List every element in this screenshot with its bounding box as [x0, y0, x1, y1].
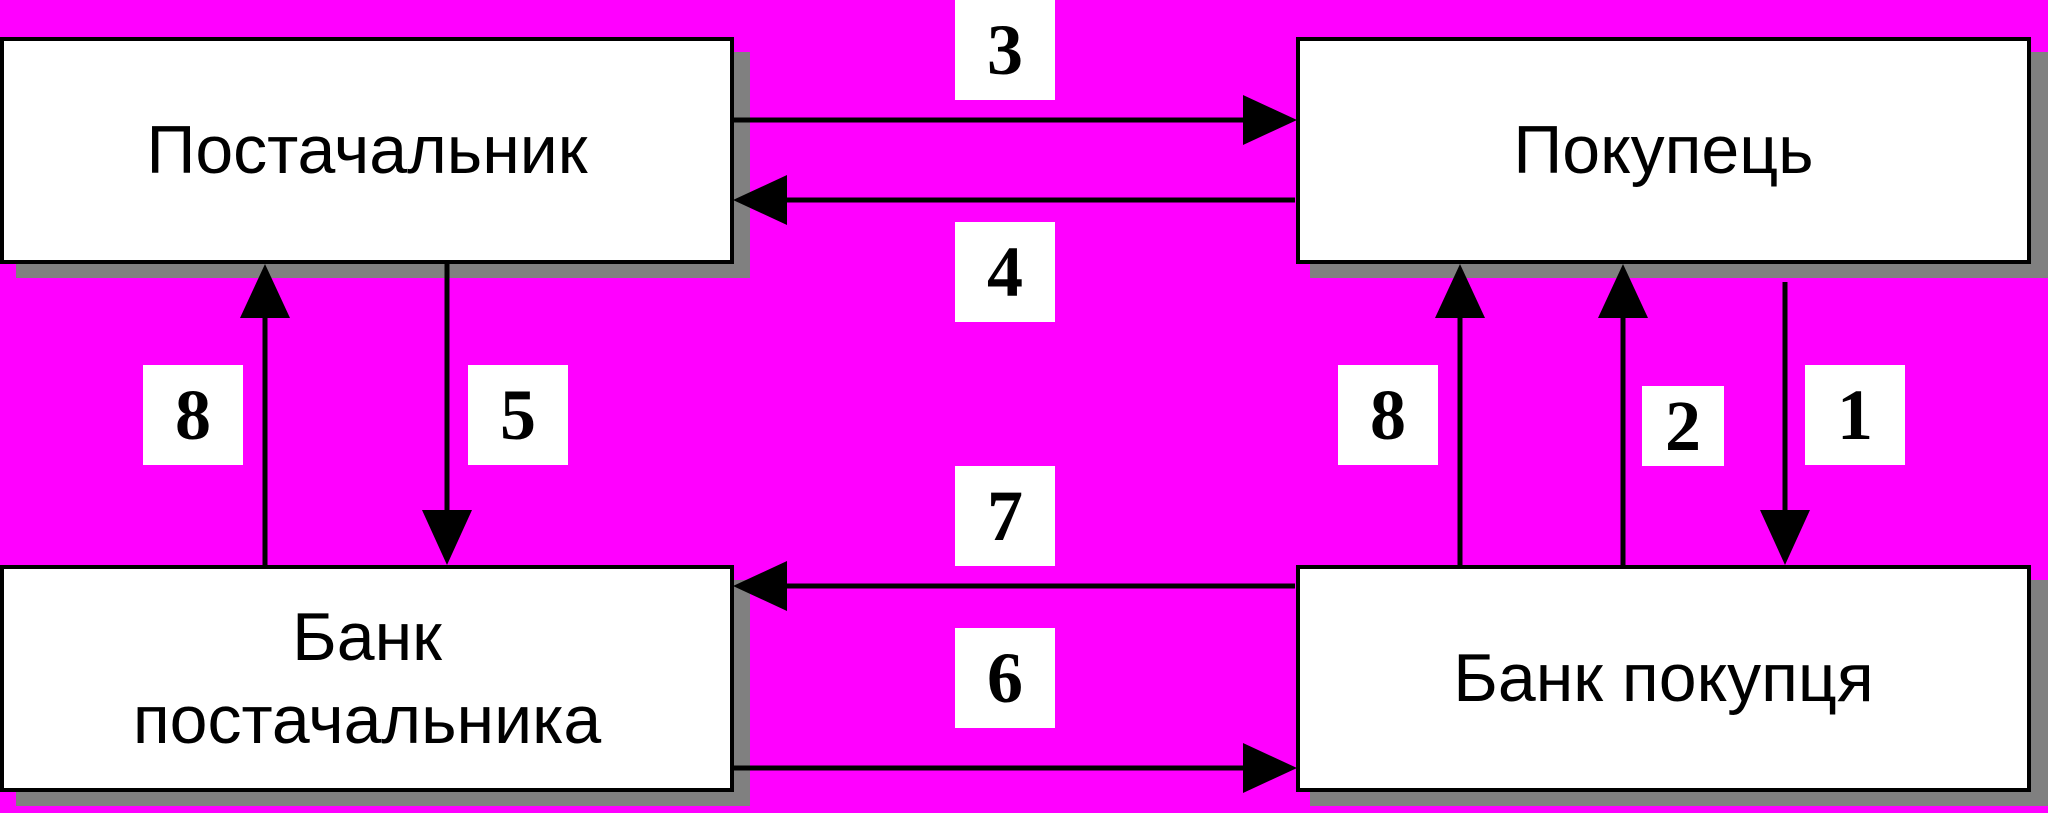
arrow-5-head — [422, 510, 472, 565]
flow-label-8-right: 8 — [1338, 365, 1438, 465]
flow-label-3: 3 — [955, 0, 1055, 100]
arrow-8-right-head — [1435, 264, 1485, 318]
supplier-bank-node: Банк постачальника — [0, 565, 734, 792]
flow-label-8-left: 8 — [143, 365, 243, 465]
arrow-4-head — [733, 175, 787, 225]
buyer-bank-node: Банк покупця — [1296, 565, 2031, 792]
arrow-2-head — [1598, 264, 1648, 318]
flow-label-1: 1 — [1805, 365, 1905, 465]
supplier-label: Постачальник — [146, 112, 588, 189]
supplier-bank-label-line2: постачальника — [132, 681, 602, 758]
flow-label-2: 2 — [1642, 386, 1724, 466]
arrow-7-head — [733, 561, 787, 611]
flow-label-7: 7 — [955, 466, 1055, 566]
arrow-3-head — [1243, 95, 1297, 145]
arrow-8-left-head — [240, 264, 290, 318]
buyer-node: Покупець — [1296, 37, 2031, 264]
supplier-node: Постачальник — [0, 37, 734, 264]
flow-label-4: 4 — [955, 222, 1055, 322]
arrow-6-head — [1243, 743, 1297, 793]
buyer-label: Покупець — [1513, 112, 1814, 189]
arrow-1-head — [1760, 510, 1810, 565]
supplier-bank-label-line1: Банк — [292, 598, 442, 675]
flow-label-6: 6 — [955, 628, 1055, 728]
flow-label-5: 5 — [468, 365, 568, 465]
buyer-bank-label: Банк покупця — [1453, 640, 1874, 717]
